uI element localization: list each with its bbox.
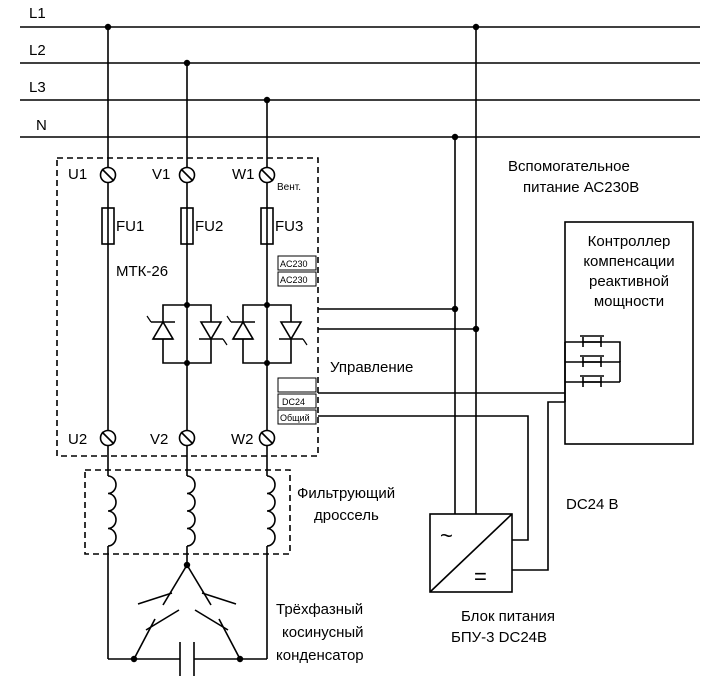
choke-label-line2: дроссель — [314, 507, 379, 524]
choke-coil-u — [107, 475, 117, 547]
choke-coil-w — [266, 475, 276, 547]
bus-n-label: N — [36, 117, 47, 134]
ac230-terminal-a: AC230 — [280, 259, 308, 269]
terminal-u1 — [99, 166, 117, 184]
psu-ac-symbol: ~ — [440, 523, 453, 548]
choke-label-line1: Фильтрующий — [297, 485, 395, 502]
controller-label-line4: мощности — [594, 293, 664, 310]
dc24-terminal: DC24 — [282, 397, 305, 407]
bus-l2-label: L2 — [29, 42, 46, 59]
psu-label-line1: Блок питания — [461, 608, 555, 625]
junction-dot — [264, 360, 270, 366]
fuse-fu3-label: FU3 — [275, 218, 303, 235]
junction-dot — [184, 360, 190, 366]
terminal-w1-label: W1 — [232, 166, 255, 183]
choke-coils — [100, 475, 276, 547]
aux-wires — [318, 27, 565, 571]
terminal-w2-label: W2 — [231, 431, 254, 448]
junction-dot — [184, 302, 190, 308]
terminal-u2 — [99, 429, 117, 447]
terminal-vent-label: Вент. — [277, 182, 301, 193]
relay-contacts — [564, 335, 621, 402]
controller-label-line3: реактивной — [589, 273, 669, 290]
bus-l3-label: L3 — [29, 79, 46, 96]
controller: Контроллер компенсации реактивной мощнос… — [564, 221, 694, 445]
aux-power-label-line1: Вспомогательное — [508, 158, 630, 175]
terminal-w1 — [258, 166, 276, 184]
choke-coil-v — [186, 475, 196, 547]
module-name: МТК-26 — [116, 263, 168, 280]
terminal-v1 — [178, 166, 196, 184]
thyristor-pair-w — [226, 304, 308, 364]
psu-to-controller-wire — [512, 401, 565, 571]
common-wire — [318, 415, 529, 541]
bus-l1-label: L1 — [29, 5, 46, 22]
psu: ~ = — [429, 513, 513, 593]
ac230-terminal-b: AC230 — [280, 275, 308, 285]
dc24v-label: DC24 В — [566, 496, 619, 513]
bus-lines: L1 L2 L3 N — [20, 5, 700, 138]
psu-label-line2: БПУ-3 DC24В — [451, 629, 547, 646]
terminal-u2-label: U2 — [68, 431, 87, 448]
fuse-fu2-label: FU2 — [195, 218, 223, 235]
aux-power-label-line2: питание АС230В — [523, 179, 639, 196]
capacitor-label-line2: косинусный — [282, 624, 364, 641]
terminal-u1-label: U1 — [68, 166, 87, 183]
capacitor-delta — [108, 561, 267, 676]
terminal-w2 — [258, 429, 276, 447]
controller-label-line2: компенсации — [583, 253, 674, 270]
dc24-terminals: DC24 Общий — [277, 377, 317, 425]
ac230-terminals: AC230 AC230 — [277, 255, 317, 287]
fuse-fu1-label: FU1 — [116, 218, 144, 235]
common-terminal: Общий — [280, 413, 310, 423]
terminal-v2-label: V2 — [150, 431, 168, 448]
choke-boundary — [84, 469, 291, 555]
fuses: FU1 FU2 FU3 — [101, 207, 303, 245]
terminals: U1 V1 W1 Вент. U2 V2 W2 — [68, 166, 301, 448]
terminal-v1-label: V1 — [152, 166, 170, 183]
psu-dc-symbol: = — [474, 564, 487, 589]
thyristor-pair-v — [146, 304, 228, 364]
capacitor-label-line3: конденсатор — [276, 647, 364, 664]
capacitor-label-line1: Трёхфазный — [276, 601, 363, 618]
controller-box — [564, 221, 694, 445]
junction-dot — [264, 302, 270, 308]
control-label: Управление — [330, 359, 413, 376]
bus-junctions — [104, 23, 480, 141]
controller-label-line1: Контроллер — [588, 233, 671, 250]
terminal-v2 — [178, 429, 196, 447]
